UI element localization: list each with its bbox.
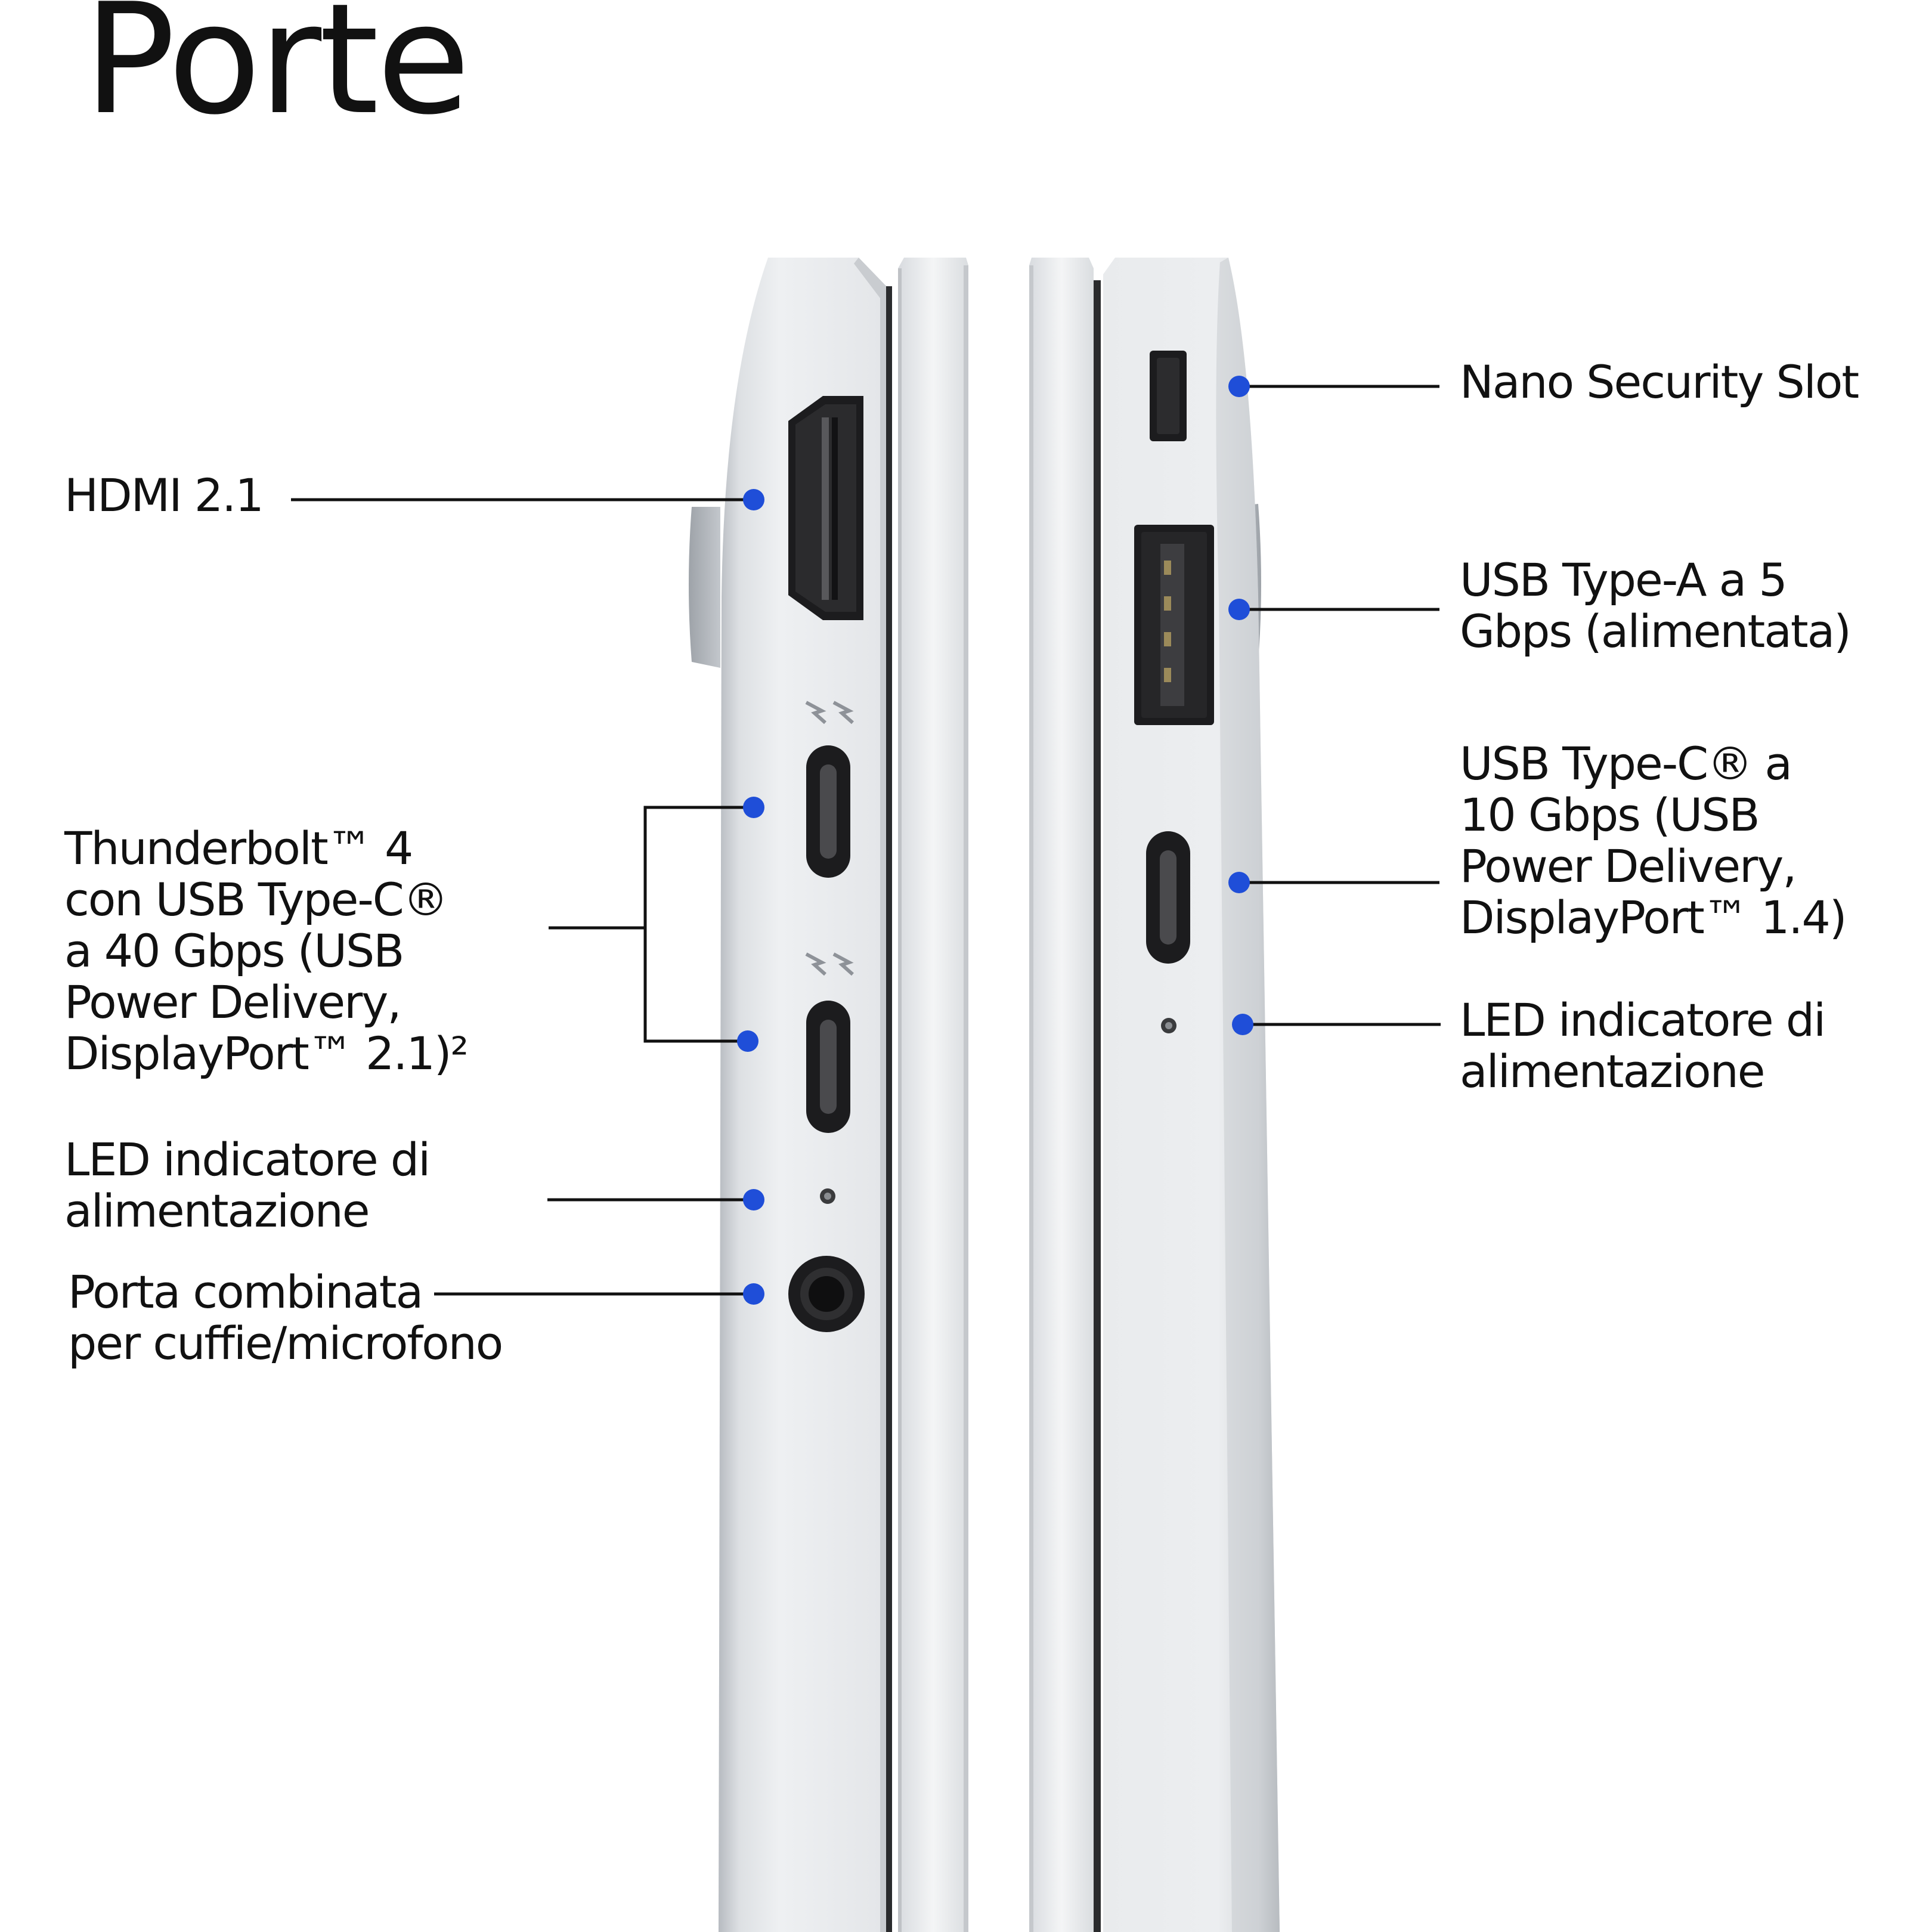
label-usb-a: USB Type-A a 5 Gbps (alimentata) <box>1460 553 1852 658</box>
label-usb-c: USB Type-C® a 10 Gbps (USB Power Deliver… <box>1460 737 1847 944</box>
thunderbolt-symbol-icon <box>805 952 854 976</box>
thunderbolt-port-icon <box>806 745 850 878</box>
label-audio: Porta combinata per cuffie/microfono <box>68 1265 503 1370</box>
callout-lines <box>291 385 1441 1296</box>
laptop-left-side <box>689 258 968 1932</box>
label-line: alimentazione <box>64 1184 370 1237</box>
led-icon <box>820 1188 835 1204</box>
usb-a-port-icon <box>1134 525 1214 725</box>
callout-dots <box>737 376 1253 1305</box>
label-security-slot: Nano Security Slot <box>1460 355 1859 408</box>
laptop-right-side <box>1029 258 1280 1932</box>
thunderbolt-symbol-icon <box>805 701 854 724</box>
label-line: DisplayPort™ 2.1)² <box>64 1027 469 1080</box>
label-line: DisplayPort™ 1.4) <box>1460 891 1847 944</box>
lock-slot-icon <box>1150 351 1187 441</box>
label-line: a 40 Gbps (USB <box>64 924 404 977</box>
usb-c-port-icon <box>1146 831 1190 964</box>
label-line: Power Delivery, <box>1460 840 1797 893</box>
label-line: Power Delivery, <box>64 976 402 1029</box>
label-line: Nano Security Slot <box>1460 355 1859 408</box>
label-thunderbolt: Thunderbolt™ 4 con USB Type-C® a 40 Gbps… <box>64 822 469 1080</box>
label-line: LED indicatore di <box>1460 993 1826 1046</box>
label-line: Porta combinata <box>68 1265 423 1318</box>
thunderbolt-port-icon <box>806 1001 850 1133</box>
label-hdmi: HDMI 2.1 <box>64 469 264 522</box>
label-line: Gbps (alimentata) <box>1460 605 1852 658</box>
label-line: HDMI 2.1 <box>64 469 264 522</box>
label-line: per cuffie/microfono <box>68 1317 503 1370</box>
label-line: USB Type-C® a <box>1460 737 1792 790</box>
label-line: Thunderbolt™ 4 <box>64 822 413 875</box>
hdmi-port-icon <box>788 396 863 620</box>
label-line: LED indicatore di <box>64 1133 431 1186</box>
led-icon <box>1161 1018 1176 1033</box>
label-led-left: LED indicatore di alimentazione <box>64 1133 431 1237</box>
label-led-right: LED indicatore di alimentazione <box>1460 993 1826 1098</box>
label-line: USB Type-A a 5 <box>1460 553 1788 606</box>
audio-jack-icon <box>788 1256 865 1332</box>
label-line: con USB Type-C® <box>64 873 448 926</box>
label-line: 10 Gbps (USB <box>1460 788 1760 841</box>
label-line: alimentazione <box>1460 1045 1766 1098</box>
page-title: Porte <box>83 0 470 148</box>
